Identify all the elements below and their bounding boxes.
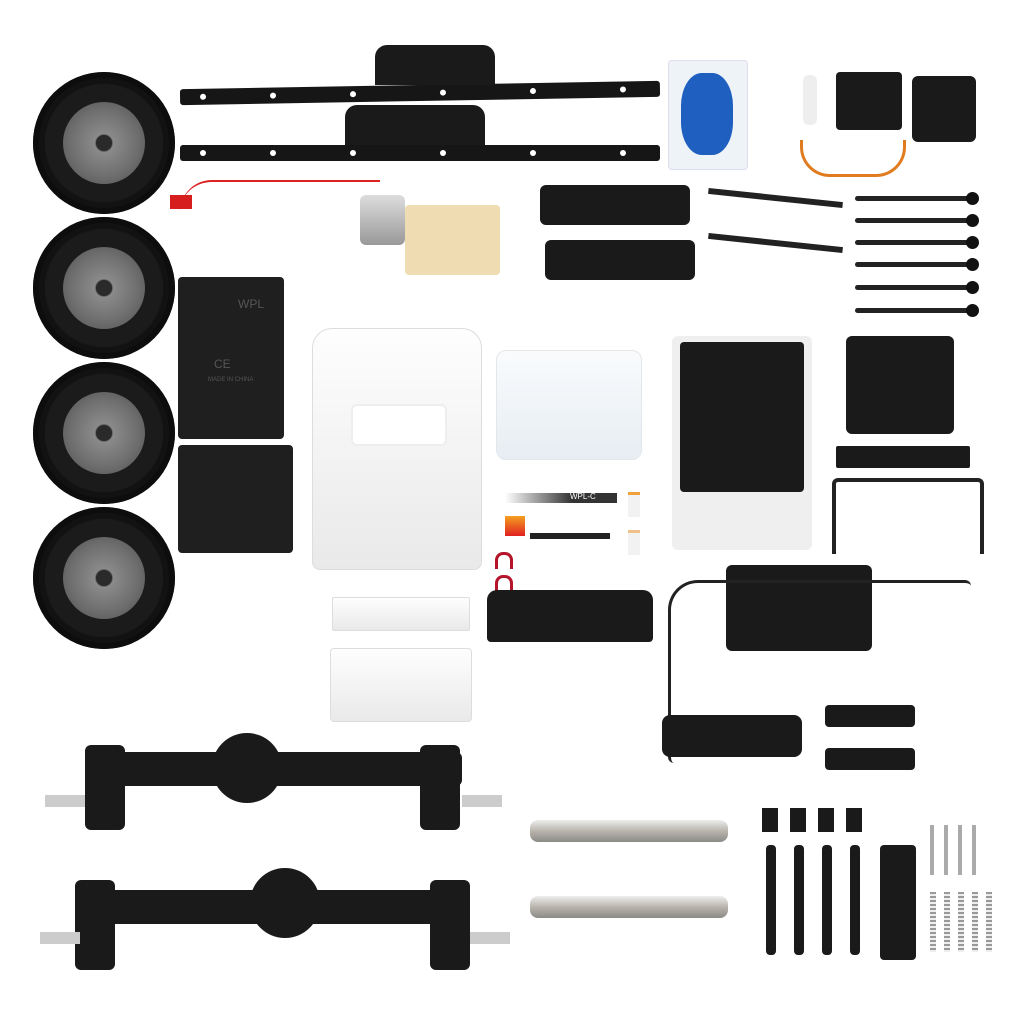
front-hub-left	[75, 880, 115, 970]
rail-bump-2	[345, 105, 485, 145]
rail-bump-1	[375, 45, 495, 85]
post-3	[822, 845, 832, 955]
dashboard-panel	[726, 565, 872, 651]
servo	[836, 72, 902, 130]
rim	[63, 537, 145, 619]
front-bumper	[487, 590, 653, 642]
front-axle-shaft-r	[470, 932, 510, 944]
suspension-link-4	[855, 258, 979, 271]
tail-lights	[505, 516, 525, 536]
battery-box: WPL CE MADE IN CHINA	[178, 277, 284, 439]
pin-2	[944, 825, 948, 875]
grease-pack	[668, 60, 748, 170]
small-part-1	[825, 705, 915, 727]
rear-panel	[332, 597, 470, 631]
windshield	[496, 350, 642, 460]
suspension-link-1	[855, 192, 979, 205]
front-axle-shaft-l	[40, 932, 80, 944]
spring-3	[958, 892, 964, 952]
pin-1	[930, 825, 934, 875]
light-strip	[530, 533, 610, 539]
front-diff	[250, 868, 320, 938]
rear-axle-shaft-r	[462, 795, 502, 807]
suspension-link-6	[855, 304, 979, 317]
shock-mount-2	[545, 240, 695, 280]
suspension-link-5	[855, 281, 979, 294]
pin-4	[972, 825, 976, 875]
battery-box-brand: WPL	[238, 297, 265, 311]
tire-2	[33, 217, 175, 359]
servo-bracket	[880, 845, 916, 960]
seat-part	[662, 715, 802, 757]
bed-cover	[846, 336, 954, 434]
spring-2	[944, 892, 950, 952]
grille	[836, 446, 970, 468]
rear-axle-shaft-l	[45, 795, 85, 807]
spring-5	[986, 892, 992, 952]
tire-3	[33, 362, 175, 504]
receiver-box	[178, 445, 293, 553]
battery-box-origin: MADE IN CHINA	[208, 377, 254, 383]
rear-hub-right	[420, 745, 460, 830]
decal-stripe	[505, 493, 617, 503]
tire-4	[33, 507, 175, 649]
rim	[63, 102, 145, 184]
spring-1	[930, 892, 936, 952]
small-part-2	[825, 748, 915, 770]
steering-link-2	[708, 232, 843, 254]
battery-box-ce: CE	[214, 357, 231, 371]
motor	[360, 195, 405, 245]
suspension-link-3	[855, 236, 979, 249]
steering-link-1	[708, 187, 843, 209]
rear-hub-left	[85, 745, 125, 830]
cab-body	[312, 328, 482, 570]
part-tree-frame	[668, 580, 971, 763]
servo-horn	[803, 75, 817, 125]
chassis-rail-2	[180, 145, 660, 161]
spring-4	[972, 892, 978, 952]
light-bucket-1	[628, 492, 640, 517]
tow-hook-1	[495, 552, 513, 569]
post-1	[766, 845, 776, 955]
drive-shaft-2	[530, 896, 728, 918]
drive-shaft-1	[530, 820, 728, 842]
decal-text: WPL-C	[570, 492, 596, 501]
tow-hook-2	[495, 575, 513, 592]
jst-plug	[170, 195, 192, 209]
tire-1	[33, 72, 175, 214]
body-mount-2	[790, 808, 806, 832]
post-4	[850, 845, 860, 955]
rim	[63, 247, 145, 329]
front-bumper-white	[330, 648, 472, 722]
light-bucket-2	[628, 530, 640, 555]
pin-3	[958, 825, 962, 875]
gearbox	[405, 205, 500, 275]
front-hub-right	[430, 880, 470, 970]
red-wire	[180, 180, 380, 212]
body-mount-4	[846, 808, 862, 832]
servo-wire	[800, 140, 906, 177]
rim	[63, 392, 145, 474]
body-mount-1	[762, 808, 778, 832]
rear-diff	[212, 733, 282, 803]
post-2	[794, 845, 804, 955]
body-mount-3	[818, 808, 834, 832]
truck-bed	[672, 336, 812, 550]
shock-mount-1	[540, 185, 690, 225]
suspension-link-2	[855, 214, 979, 227]
roll-bar	[832, 478, 984, 554]
servo-mount	[912, 76, 976, 142]
